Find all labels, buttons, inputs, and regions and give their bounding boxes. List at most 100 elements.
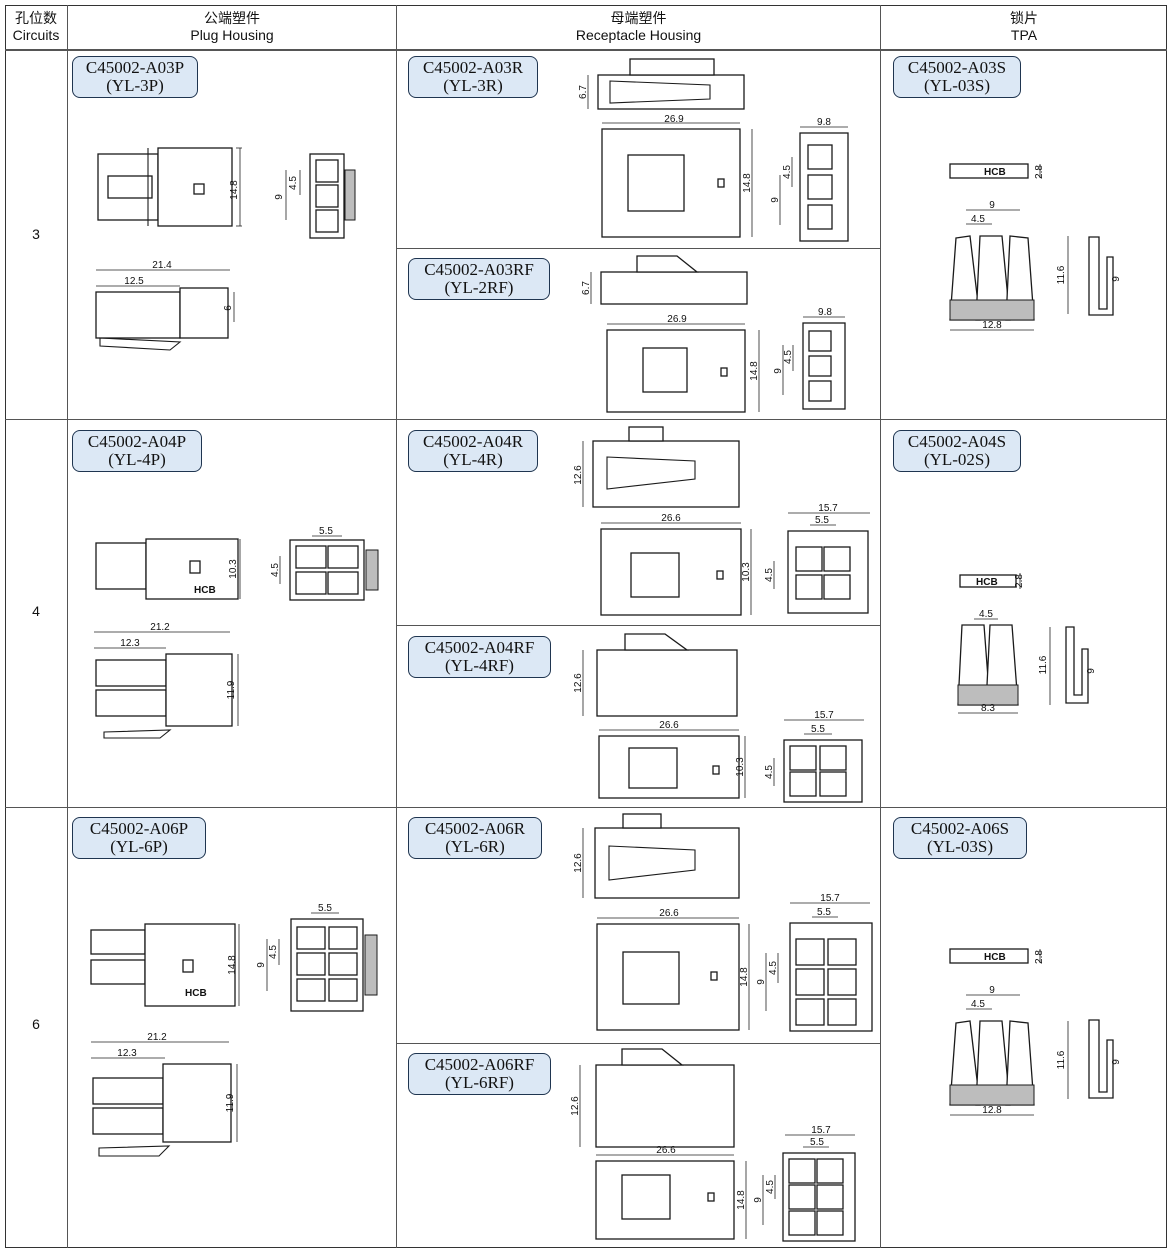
dimension-label: 15.7: [811, 1125, 831, 1136]
tpa-drawing: HCB 2.8 9 4.5 12.8 11.6: [949, 948, 1069, 1116]
dimension-label: 9: [989, 985, 995, 996]
dimension-label: 11.6: [1038, 655, 1049, 674]
plug-top-view-drawing: 21.2 12.3 11.9: [94, 622, 239, 739]
receptacle-drawing: 12.6 26.6 10.3: [573, 633, 746, 799]
dimension-label: 14.8: [229, 180, 240, 200]
tpa-drawing: HCB 2.8 9 4.5 12.8 11.6: [949, 163, 1069, 331]
dimension-label: 4.5: [764, 765, 775, 779]
part-label-tpa: C45002-A06S(YL-03S): [893, 817, 1027, 859]
dimension-label: 10.3: [741, 562, 752, 582]
dimension-label: 4.5: [764, 568, 775, 582]
dimension-label: 9.8: [818, 307, 832, 318]
dimension-label: 15.7: [820, 893, 840, 904]
plug-side-view-drawing: 14.8: [97, 147, 242, 227]
dimension-label: 5.5: [817, 907, 831, 918]
dimension-label: 6: [223, 305, 234, 311]
receptacle-drawing: 12.6 26.6 14.8: [570, 1048, 747, 1240]
part-label-plug: C45002-A06P(YL-6P): [72, 817, 206, 859]
dimension-label: 14.8: [742, 173, 753, 193]
dimension-label: 11.9: [226, 680, 237, 699]
dimension-label: 15.7: [818, 503, 838, 514]
dimension-label: 4.5: [979, 609, 993, 620]
cell-divider: [396, 1043, 880, 1044]
receptacle-drawing: 6.7 26.9 14.8: [578, 58, 753, 238]
dimension-label: 11.9: [225, 1093, 236, 1112]
brand-logo: HCB: [185, 988, 207, 999]
tpa-side-view-drawing: 9: [1088, 236, 1122, 316]
dimension-label: 15.7: [814, 710, 834, 721]
receptacle-front-view-drawing: 15.7 5.5 4.5: [764, 710, 864, 803]
dimension-label: 5.5: [810, 1137, 824, 1148]
part-label-receptacle: C45002-A06R(YL-6R): [408, 817, 542, 859]
receptacle-front-view-drawing: 9.8 4.5 9: [770, 117, 849, 242]
part-label-receptacle: C45002-A06RF(YL-6RF): [408, 1053, 551, 1095]
plug-side-view-drawing: HCB 10.3: [95, 538, 241, 600]
column-divider: [67, 5, 68, 1248]
row-divider: [5, 419, 1167, 420]
dimension-label: 12.5: [124, 276, 144, 287]
dimension-label: 14.8: [749, 361, 760, 381]
dimension-label: 21.4: [152, 260, 172, 271]
dimension-label: 12.6: [573, 465, 584, 485]
header-divider: [5, 49, 1167, 51]
dimension-label: 21.2: [147, 1032, 167, 1043]
plug-front-view-drawing: 5.5 4.5: [270, 526, 379, 601]
dimension-label: 4.5: [783, 350, 794, 364]
dimension-label: 9: [1086, 668, 1097, 674]
brand-logo: HCB: [984, 167, 1006, 178]
circuits-value: 3: [32, 226, 40, 242]
dimension-label: 4.5: [768, 961, 779, 975]
dimension-label: 11.6: [1056, 265, 1067, 284]
row-divider: [5, 807, 1167, 808]
dimension-label: 26.6: [659, 720, 679, 731]
part-label-tpa: C45002-A03S(YL-03S): [893, 56, 1021, 98]
dimension-label: 12.8: [982, 320, 1002, 331]
dimension-label: 26.9: [667, 314, 687, 325]
dimension-label: 10.3: [735, 757, 746, 777]
dimension-label: 4.5: [268, 945, 279, 959]
plug-top-view-drawing: 21.4 12.5 6: [95, 260, 235, 351]
dimension-label: 12.6: [570, 1096, 581, 1116]
receptacle-drawing: 6.7 26.9 14.8: [581, 255, 760, 413]
plug-front-view-drawing: 9 4.5: [274, 153, 356, 239]
dimension-label: 9: [1111, 276, 1122, 282]
part-label-receptacle: C45002-A04R(YL-4R): [408, 430, 538, 472]
circuits-value: 6: [32, 1016, 40, 1032]
dimension-label: 9: [753, 1197, 764, 1203]
dimension-label: 12.3: [120, 638, 140, 649]
part-label-tpa: C45002-A04S(YL-02S): [893, 430, 1021, 472]
cell-divider: [396, 625, 880, 626]
dimension-label: 9: [989, 200, 995, 211]
dimension-label: 12.3: [117, 1048, 137, 1059]
dimension-label: 12.6: [573, 673, 584, 693]
tpa-drawing: HCB 2.8 4.5 8.3: [957, 573, 1025, 714]
dimension-label: 4.5: [765, 1180, 776, 1194]
dimension-label: 4.5: [288, 176, 299, 190]
tpa-side-view-drawing: 9: [1088, 1019, 1122, 1099]
dimension-label: 26.6: [659, 908, 679, 919]
receptacle-front-view-drawing: 15.7 5.5 9 4.5: [753, 1125, 856, 1242]
brand-logo: HCB: [984, 952, 1006, 963]
dimension-label: 11.6: [1056, 1050, 1067, 1069]
dimension-label: 9: [773, 368, 784, 374]
dimension-label: 6.7: [578, 85, 589, 99]
dimension-label: 2.8: [1034, 950, 1045, 964]
dimension-label: 14.8: [739, 967, 750, 987]
brand-logo: HCB: [194, 585, 216, 596]
receptacle-front-view-drawing: 9.8 4.5 9: [773, 307, 846, 410]
dimension-label: 8.3: [981, 703, 995, 714]
dimension-label: 26.6: [661, 513, 681, 524]
dimension-label: 4.5: [971, 999, 985, 1010]
column-divider: [396, 5, 397, 1248]
plug-side-view-drawing: HCB 14.8: [90, 923, 240, 1007]
part-label-plug: C45002-A04P(YL-4P): [72, 430, 202, 472]
dimension-label: 9.8: [817, 117, 831, 128]
dimension-label: 9: [274, 194, 285, 200]
dimension-label: 14.8: [736, 1190, 747, 1210]
dimension-label: 4.5: [971, 214, 985, 225]
part-label-receptacle: C45002-A04RF(YL-4RF): [408, 636, 551, 678]
